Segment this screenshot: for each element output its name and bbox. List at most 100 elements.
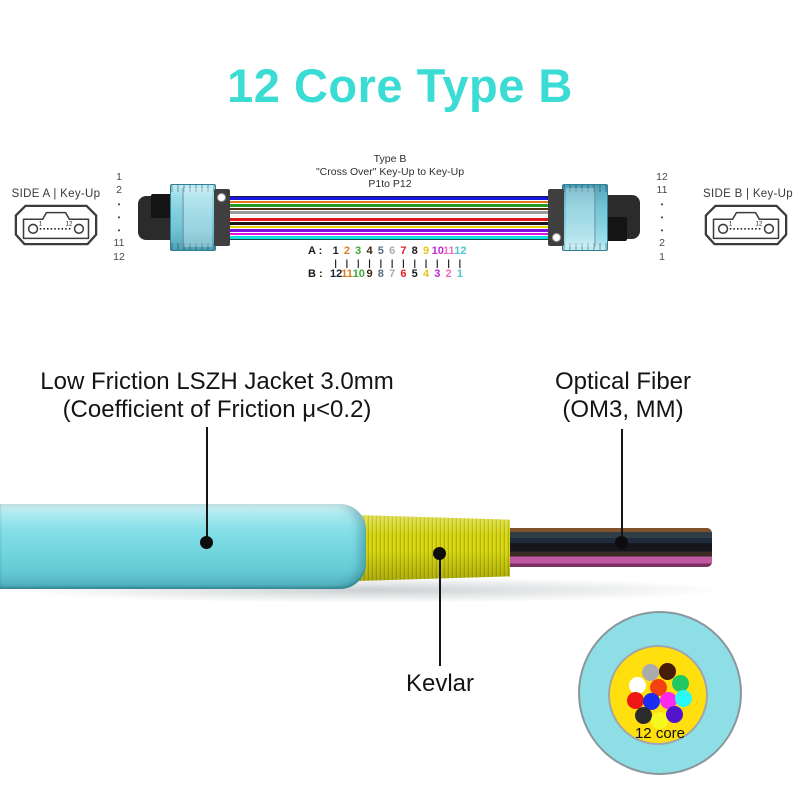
fiber-callout-label: Optical Fiber (OM3, MM) [518,368,728,424]
fiber-core-dot [634,706,652,724]
fiber-number: 9 [366,268,373,280]
ribbon-fiber-stripe [212,214,568,218]
fiber-number: 6 [389,245,396,257]
port-number: 2 [659,237,665,250]
jacket-label-line1: Low Friction LSZH Jacket 3.0mm [40,368,394,395]
port-number: • [117,199,121,209]
connector-boot-inner [151,194,172,218]
port-number: • [660,199,664,209]
port-number: 12 [113,250,125,263]
connector-housing-panel [182,188,212,247]
fiber-number: 9 [422,245,430,257]
caption-line-3: P1to P12 [368,178,412,190]
fiber-label-line1: Optical Fiber [554,368,692,395]
ribbon-fiber-stripe [212,200,568,204]
port-number: 11 [656,184,668,197]
port-number: • [117,212,121,222]
map-tick: | [379,258,383,268]
fiber-number: 12 [330,268,343,280]
fiber-number: 2 [445,268,452,280]
fiber-number: 8 [411,245,418,257]
fiber-core-dot [659,691,677,709]
side-a-connector-face: 1 12 [14,204,98,246]
fiber-number: 7 [400,245,407,257]
map-tick: | [334,258,337,268]
jacket-callout-dot [200,536,213,549]
fiber-number: 1 [456,268,463,280]
fiber-core-dot [674,689,692,707]
type-b-caption: Type B "Cross Over" Key-Up to Key-Up P1t… [270,153,510,191]
jacket-callout-line [206,427,208,539]
fiber-number: 11 [341,268,353,280]
port-number: 11 [113,237,125,250]
port-number: 1 [116,171,122,183]
side-b-label: SIDE B | Key-Up [703,188,793,200]
connector-boot-inner [606,217,627,241]
ribbon-fiber-stripe [212,225,568,229]
connector-housing-panel [566,188,596,247]
fiber-core-dot [649,678,667,696]
fiber-number: 4 [422,268,430,280]
map-tick: | [390,258,394,268]
fiber-number: 3 [434,268,441,280]
port-number: • [660,212,664,222]
port-number: 1 [659,250,665,263]
fiber-number: 12 [454,245,467,257]
fiber-number: 1 [332,245,339,257]
fiber-number: 4 [366,245,373,257]
kevlar-callout-label: Kevlar [405,670,475,697]
fiber-number: 6 [400,268,407,280]
fiber-number: 10 [352,268,365,280]
face-pin-12: 12 [756,220,763,227]
fiber-number: 11 [442,245,455,257]
face-pin-1: 1 [729,220,733,227]
map-tick: | [356,258,360,268]
ribbon-fiber-stripe [212,207,568,211]
cable-kevlar [356,515,510,581]
map-tick: | [447,258,450,268]
ribbon-fiber-stripe [212,211,568,214]
row-b-label: B : [308,268,323,280]
fiber-number: 5 [411,268,418,280]
ribbon-fiber-stripe [212,222,568,225]
fiber-label-line2: (OM3, MM) [562,396,684,423]
face-key-up-slot [22,211,90,240]
fiber-number: 8 [377,268,384,280]
map-tick: | [413,258,416,268]
fiber-number: 5 [377,245,384,257]
ribbon-fiber-stripe [212,204,568,207]
fiber-number: 2 [343,245,350,257]
fiber-number: 7 [389,268,396,280]
fiber-core-dot [642,692,660,710]
guide-pin-hole-left [717,223,729,234]
ribbon-fiber-stripe [212,197,568,200]
port-number: 12 [656,171,668,183]
face-key-up-slot [712,211,780,240]
caption-line-2: "Cross Over" Key-Up to Key-Up [315,165,465,178]
caption-line-1: Type B [373,153,407,165]
cable-fiber-bundle [505,528,712,567]
fiber-core-dot [626,691,644,709]
fiber-core-dot [641,663,659,681]
fiber-core-dot [650,711,668,729]
cable-jacket [0,504,366,589]
ribbon-fiber-stripe [212,229,568,232]
jacket-label-line2: (Coefficient of Friction μ<0.2) [62,396,372,423]
port-number: • [117,226,121,236]
map-tick: | [402,258,405,268]
fiber-core-dot [658,662,676,680]
ribbon-fiber-stripe [212,232,568,236]
port-number: • [660,226,664,236]
face-pin-12: 12 [66,220,73,227]
jacket-callout-label: Low Friction LSZH Jacket 3.0mm (Coeffici… [18,368,416,424]
cable-cross-section: 12 core [578,611,742,775]
map-tick: | [345,258,349,268]
fiber-number: 10 [431,245,444,257]
core-count-label: 12 core [634,725,686,742]
row-a-label: A : [308,245,323,257]
